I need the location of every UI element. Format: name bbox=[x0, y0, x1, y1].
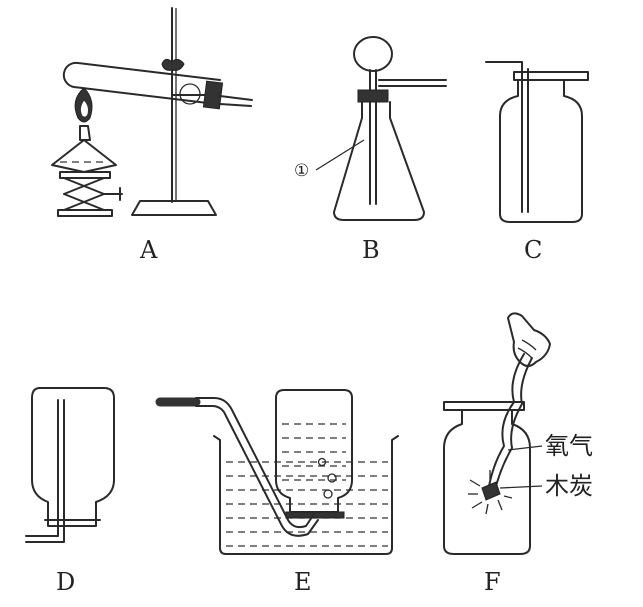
c-glass-plate bbox=[514, 72, 588, 80]
panel-label-b: B bbox=[362, 236, 380, 264]
c-gas-bottle bbox=[500, 80, 582, 222]
side-tube bbox=[379, 80, 446, 86]
panel-label-a: A bbox=[139, 236, 158, 264]
stand-base bbox=[132, 201, 216, 215]
panel-label-e: E bbox=[294, 568, 312, 596]
test-tube-clamp bbox=[162, 59, 184, 70]
f-gas-bottle bbox=[444, 410, 530, 554]
panel-label-c: C bbox=[524, 236, 542, 264]
delivery-tube bbox=[220, 96, 252, 106]
conical-flask bbox=[334, 102, 424, 220]
jack-knob bbox=[104, 188, 122, 200]
apparatus-b: ① B bbox=[294, 37, 446, 264]
apparatus-c: C bbox=[486, 62, 588, 264]
alcohol-lamp bbox=[52, 140, 116, 172]
charcoal-label: 木炭 bbox=[545, 472, 593, 500]
funnel-marker: ① bbox=[294, 161, 309, 181]
jack-bottom bbox=[58, 210, 112, 216]
jack-scissors bbox=[64, 178, 104, 210]
bottle-support bbox=[286, 512, 344, 518]
apparatus-e: E bbox=[160, 390, 398, 596]
c-delivery-tube bbox=[486, 62, 528, 212]
flask-stopper bbox=[358, 90, 388, 102]
e-collecting-bottle bbox=[276, 390, 352, 512]
oxygen-leader bbox=[508, 446, 542, 450]
apparatus-a: A bbox=[52, 8, 252, 264]
oxygen-label: 氧气 bbox=[545, 432, 593, 460]
marker-leader-line bbox=[316, 140, 364, 170]
tongs-arm-left bbox=[488, 354, 524, 492]
hand-fingers bbox=[518, 340, 536, 358]
hand bbox=[508, 313, 550, 366]
bottle-water bbox=[282, 424, 346, 480]
apparatus-f: 氧气 木炭 F bbox=[444, 313, 593, 596]
jack-top bbox=[60, 172, 110, 178]
bubble bbox=[328, 474, 336, 482]
bubble bbox=[324, 490, 332, 498]
separatory-funnel-bulb bbox=[354, 37, 392, 71]
apparatus-d: D bbox=[26, 388, 114, 596]
panel-label-d: D bbox=[56, 568, 75, 596]
charcoal-leader bbox=[500, 486, 542, 488]
d-inverted-bottle bbox=[32, 388, 114, 526]
lamp-wick-holder bbox=[80, 126, 90, 140]
panel-label-f: F bbox=[484, 568, 501, 596]
charcoal bbox=[482, 482, 500, 500]
water-trough bbox=[214, 436, 398, 554]
